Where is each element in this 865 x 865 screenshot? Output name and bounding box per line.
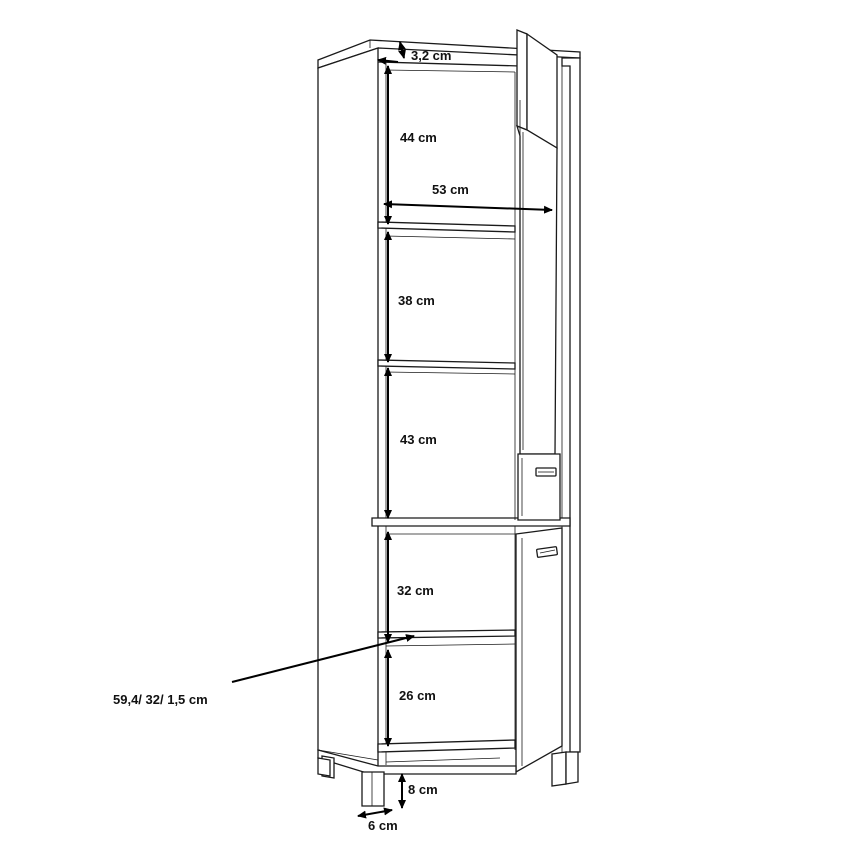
dimension-labels: 3,2 cm 44 cm 53 cm 38 cm 43 cm 32 cm 59,…: [113, 48, 469, 833]
label-shelf-4: 32 cm: [397, 583, 434, 598]
shelf: [377, 221, 516, 233]
cabinet-left-side: [317, 47, 379, 769]
leg: [317, 757, 331, 777]
upper-door: [515, 29, 558, 455]
shelf: [377, 629, 516, 639]
label-leg-height: 8 cm: [408, 782, 438, 797]
leg-width-arrow: [357, 807, 393, 819]
depth-arrow: [383, 200, 553, 214]
lower-door: [515, 527, 563, 774]
cabinet-right-side: [561, 57, 581, 753]
leg: [551, 751, 567, 787]
shelf-bottom: [377, 739, 516, 753]
shelf: [377, 359, 516, 370]
label-shelf-5: 26 cm: [399, 688, 436, 703]
top-panel-arrow: [398, 41, 406, 59]
label-shelf-2: 38 cm: [398, 293, 435, 308]
label-leg-width: 6 cm: [368, 818, 398, 833]
leg: [565, 751, 579, 785]
leg: [361, 771, 385, 807]
top-edge-arrow: [377, 56, 399, 65]
dimension-arrows: [231, 41, 553, 819]
cabinet-drawing: [317, 29, 581, 807]
legs: [317, 751, 579, 807]
label-depth: 53 cm: [432, 182, 469, 197]
label-shelf-board: 59,4/ 32/ 1,5 cm: [113, 692, 208, 707]
label-shelf-3: 43 cm: [400, 432, 437, 447]
label-top-panel: 3,2 cm: [411, 48, 451, 63]
label-shelf-1: 44 cm: [400, 130, 437, 145]
drawer: [517, 453, 561, 521]
shelf-board-arrow: [231, 634, 415, 683]
